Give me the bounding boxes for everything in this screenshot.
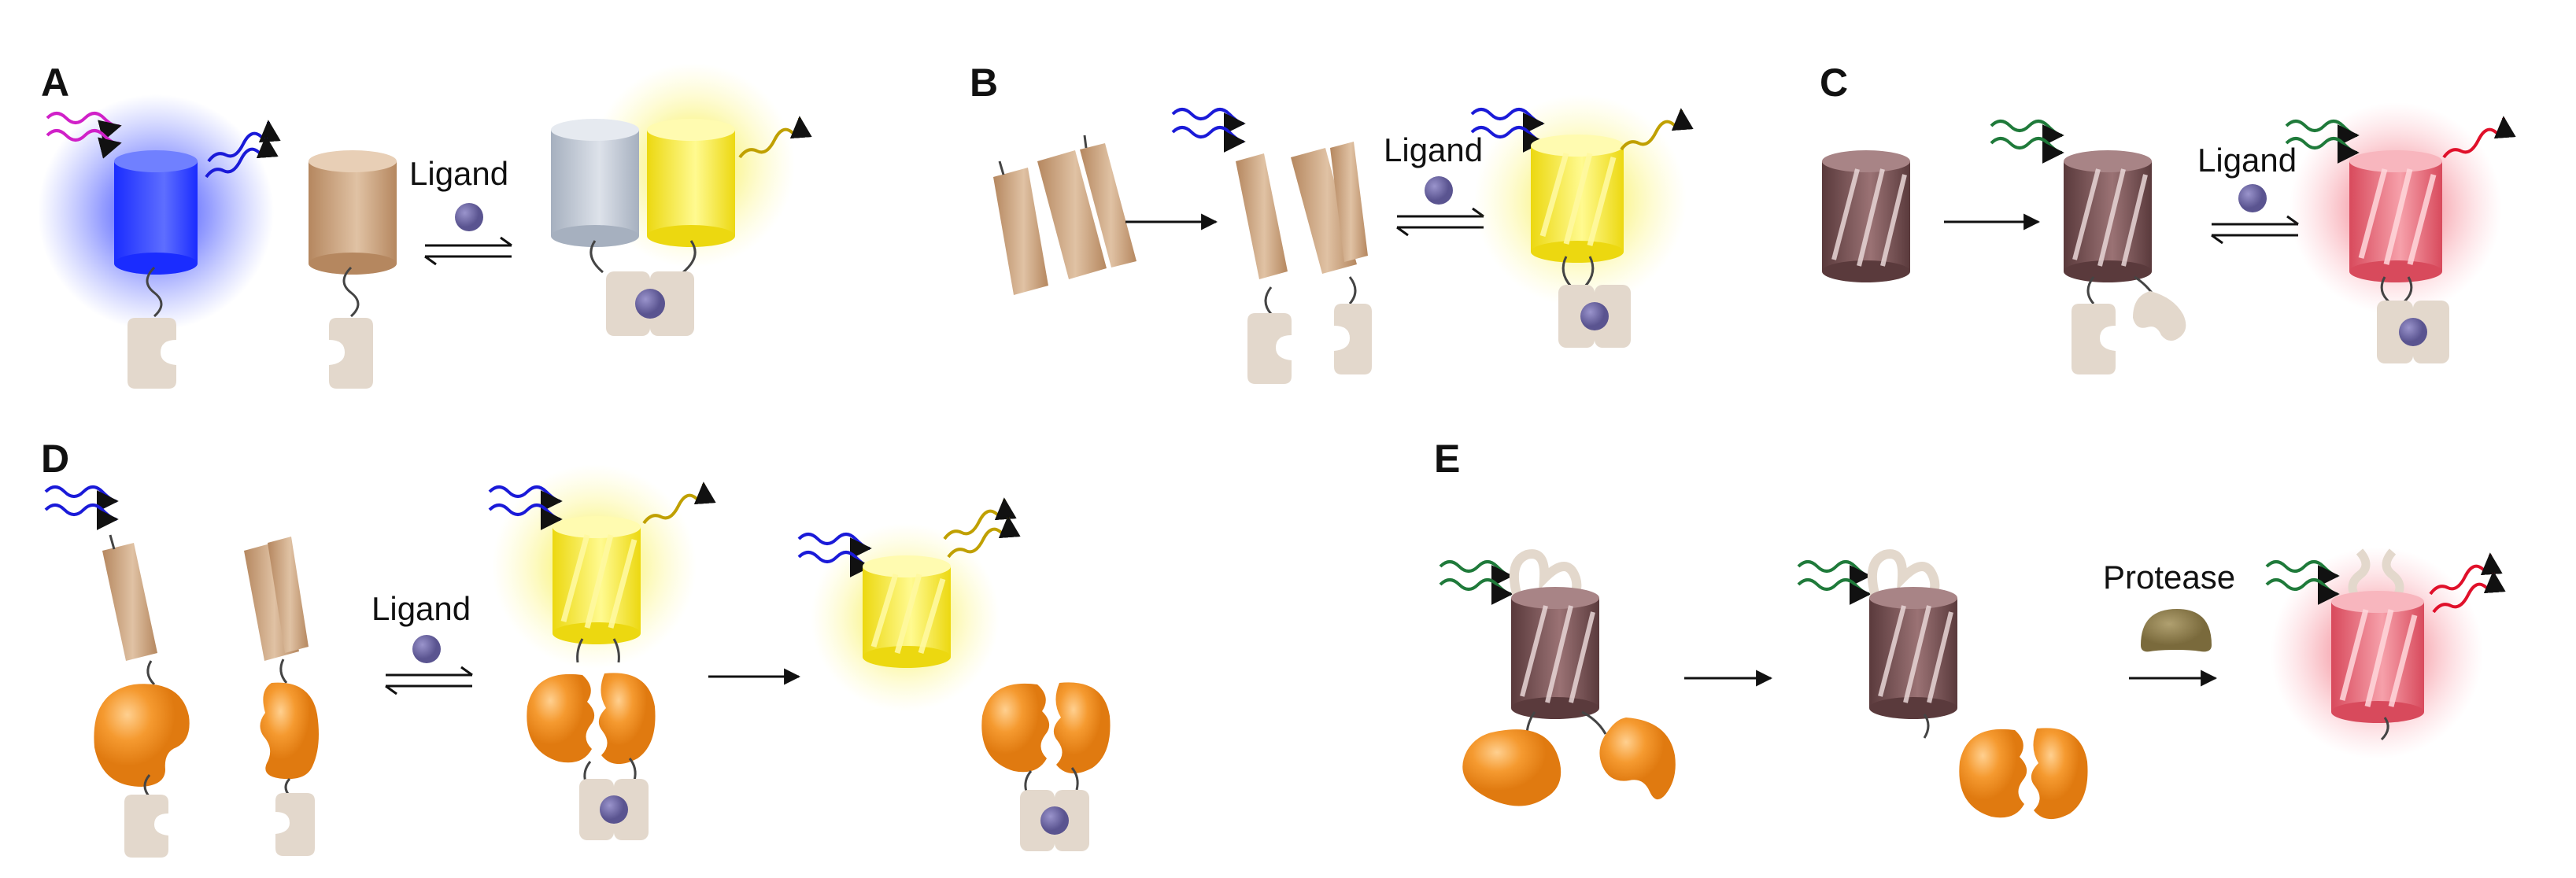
yellow-fp-barrel-d1 [553,516,641,644]
binding-domain-d2 [275,793,315,856]
ligand-bound-domain-d1 [579,779,649,840]
green-excitation-icon-e2 [1798,562,1869,594]
binding-domain-b2 [1334,304,1372,374]
panel-b-label: B [970,61,998,105]
panel-c: Ligand [1822,102,2504,374]
dark-fp-barrel-c2 [2064,150,2152,282]
binding-domain-a2 [329,318,373,389]
ligand-bound-domain-b [1558,285,1631,348]
binding-domain-c1 [2072,304,2116,374]
panel-a-label: A [41,61,69,105]
brown-fp-barrel-a [309,150,397,275]
panel-d: Ligand [46,464,1111,858]
green-excitation-icon-c1 [1991,121,2062,153]
binding-domain-b1 [1247,313,1292,384]
ligand-label-b: Ligand [1384,131,1483,168]
orange-dimer-d1 [527,673,655,764]
orange-dimer-e [1959,728,2087,819]
panel-e: Protease [1440,547,2493,819]
yellow-fp-barrel-b [1531,135,1624,263]
ligand-bound-domain-d2 [1020,790,1089,851]
orange-domain-e2 [1599,718,1675,799]
yellow-fp-barrel-d2 [863,555,951,668]
blue-excitation-icon-b [1173,109,1244,142]
ligand-label-c: Ligand [2197,142,2297,179]
orange-domain-d1 [94,684,189,787]
dark-fp-barrel-c1 [1822,150,1910,282]
ligand-label-d: Ligand [371,590,471,627]
ligand-c [2238,184,2267,212]
orange-domain-e1 [1462,729,1561,806]
panel-c-label: C [1820,61,1848,105]
orange-dimer-d2 [981,682,1110,773]
orange-domain-d2 [260,683,319,780]
ligand-bound-domain-c [2377,301,2449,363]
binding-domain-c2 [2133,291,2186,341]
split-fp-d-left [102,535,157,661]
ligand-d [412,635,441,663]
red-fp-barrel-c [2349,150,2442,282]
yellow-fp-barrel-a [647,119,735,247]
ligand-b [1425,176,1453,205]
ligand-label-a: Ligand [409,155,508,192]
blue-fp-barrel [114,150,198,275]
panel-b: Ligand [993,94,1687,384]
equilibrium-arrow-a [425,238,512,264]
red-fp-barrel-e [2331,591,2424,723]
panel-e-label: E [1434,437,1460,481]
gray-fp-barrel [551,119,639,247]
protease-label: Protease [2103,559,2235,596]
blue-excitation-icon-d1 [46,487,116,519]
equilibrium-arrow-b [1397,208,1484,235]
split-fp-d-right [244,537,309,661]
ligand-a [455,203,483,231]
binding-domain-d1 [124,795,168,858]
panel-a: Ligand [38,63,800,389]
binding-domain-a1 [128,318,176,389]
equilibrium-arrow-d [386,667,472,694]
dark-fp-barrel-e2 [1869,587,1957,719]
equilibrium-arrow-c [2212,216,2298,243]
panel-d-label: D [41,437,69,481]
green-excitation-icon-e1 [1440,562,1511,594]
ligand-bound-domain-a [606,271,694,336]
protease-icon [2141,609,2212,651]
split-fp-fragments-b2 [1236,142,1368,279]
dark-fp-barrel-e1 [1511,587,1599,719]
split-fp-fragments-b1 [993,135,1136,295]
